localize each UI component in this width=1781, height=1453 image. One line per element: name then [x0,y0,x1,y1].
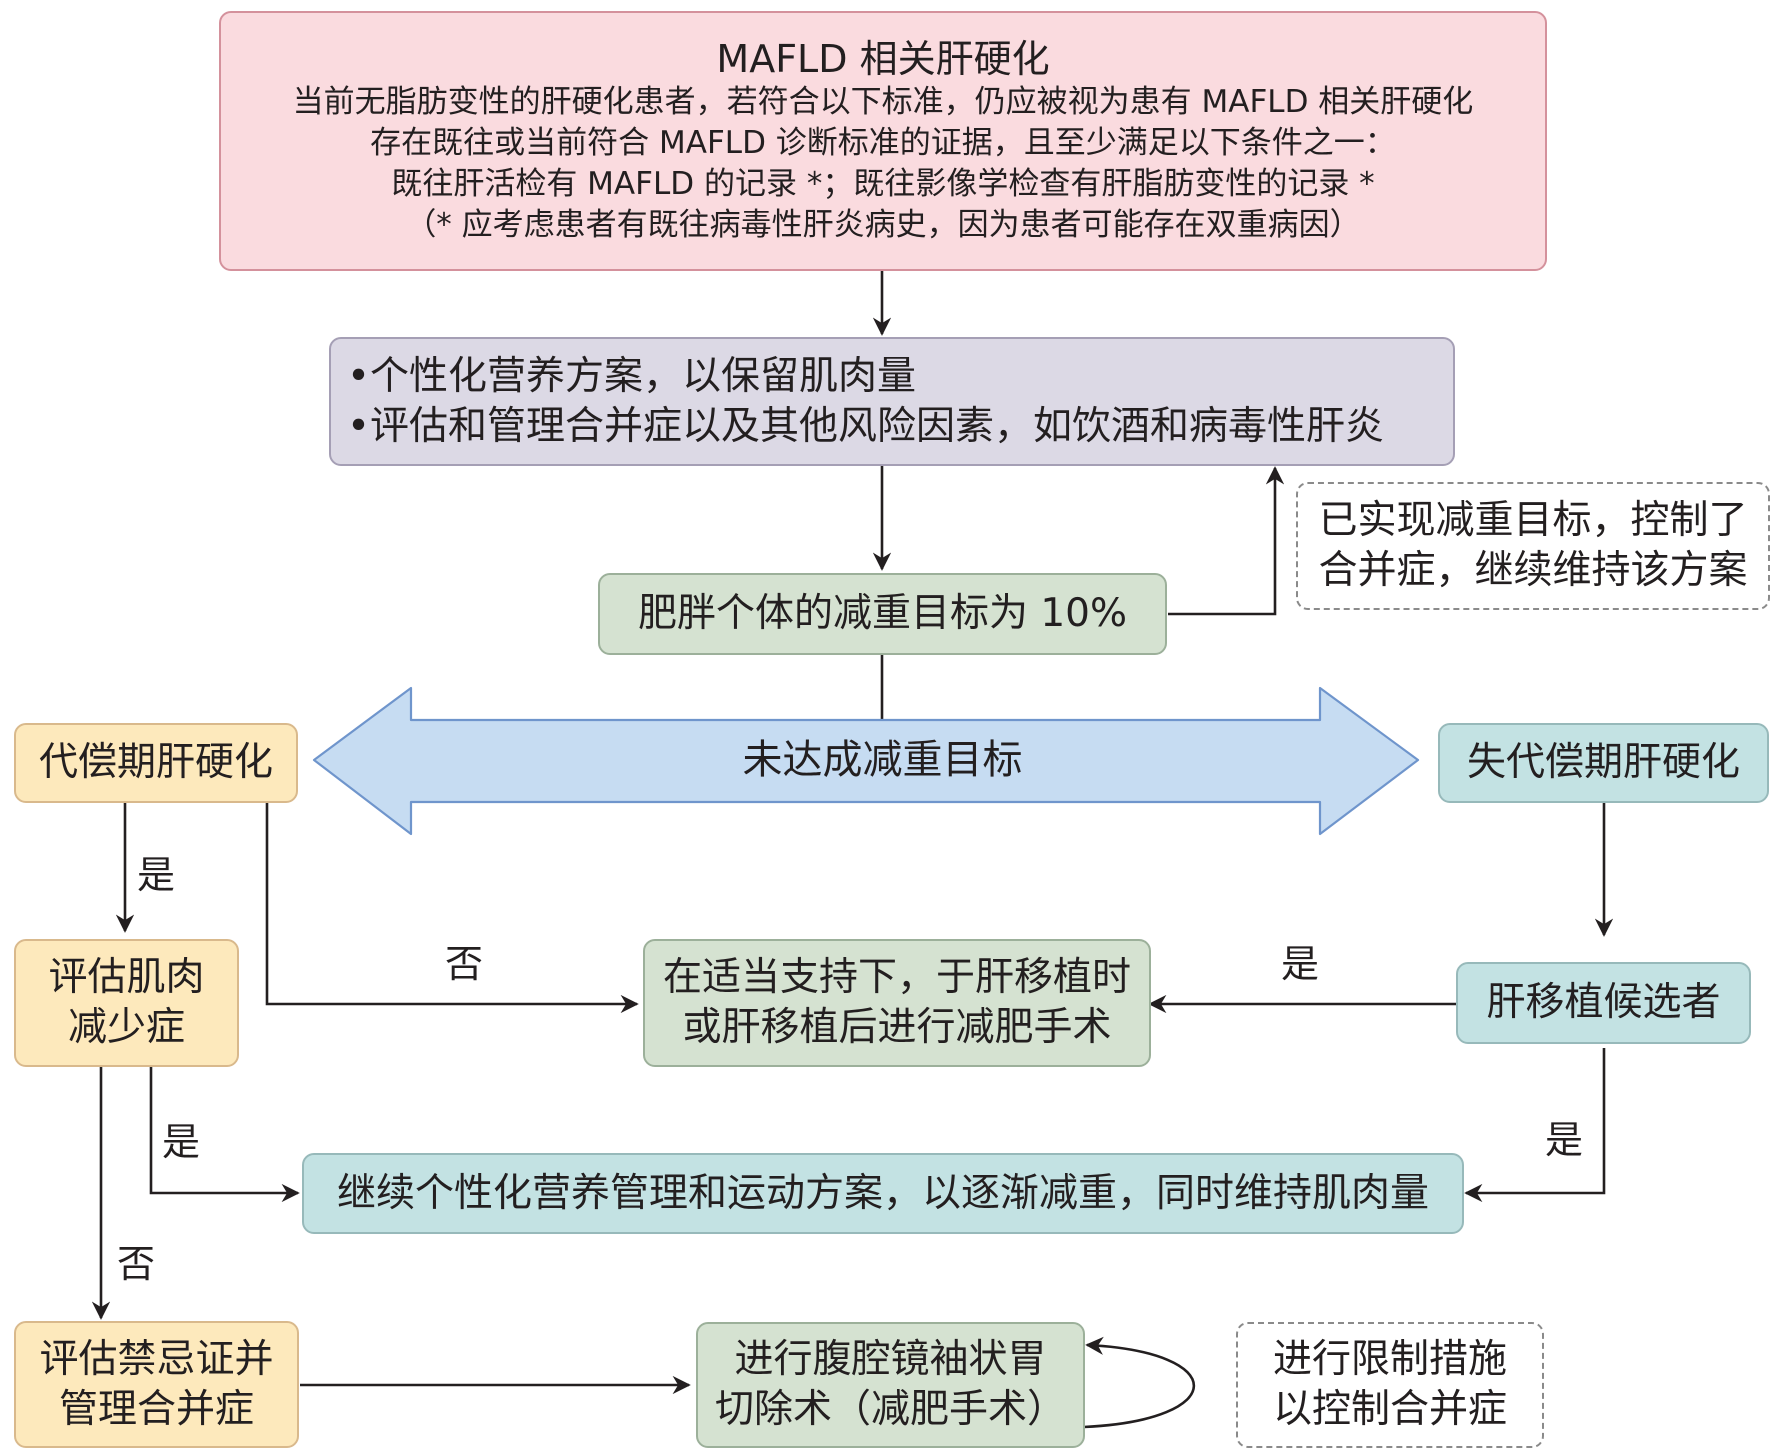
nutrition-plan-box: •个性化营养方案，以保留肌肉量 •评估和管理合并症以及其他风险因素，如饮酒和病毒… [329,337,1455,466]
mafld-line-3: 既往肝活检有 MAFLD 的记录 *；既往影像学检查有肝脂肪变性的记录 * [391,166,1375,202]
edge-label-sarcopenia-no: 否 [117,1242,156,1286]
contraindications-box: 评估禁忌证并 管理合并症 [14,1321,299,1448]
restrictive-line-2: 以控制合并症 [1272,1387,1507,1432]
double-arrow-shape [312,686,1420,836]
sleeve-line-1: 进行腹腔镜袖状胃 [734,1337,1047,1382]
goal-not-met-label: 未达成减重目标 [742,737,1023,783]
contraindications-line-1: 评估禁忌证并 [39,1336,274,1382]
transplant-candidate-text: 肝移植候选者 [1486,980,1721,1025]
compensated-text: 代偿期肝硬化 [38,740,273,785]
mafld-cirrhosis-box: MAFLD 相关肝硬化 当前无脂肪变性的肝硬化患者，若符合以下标准，仍应被视为患… [219,11,1547,271]
plan-bullet-1: •个性化营养方案，以保留肌肉量 [347,353,917,399]
edge-label-transplant-yes-left: 是 [1281,942,1320,986]
decompensated-text: 失代偿期肝硬化 [1466,740,1740,785]
transplant-candidate-box: 肝移植候选者 [1456,962,1751,1044]
weight-goal-text: 肥胖个体的减重目标为 10% [637,591,1128,636]
continue-nutrition-text: 继续个性化营养管理和运动方案，以逐渐减重，同时维持肌肉量 [336,1170,1429,1216]
edge-sleeve-loop [1083,1336,1195,1429]
plan-bullet-2: •评估和管理合并症以及其他风险因素，如饮酒和病毒性肝炎 [347,403,1385,449]
edge-sarcopenia-yes [149,1064,300,1203]
goal-achieved-note: 已实现减重目标，控制了 合并症，继续维持该方案 [1296,482,1770,610]
restrictive-measures-note: 进行限制措施 以控制合并症 [1236,1322,1544,1448]
decompensated-cirrhosis-box: 失代偿期肝硬化 [1438,723,1769,803]
goal-achieved-line-1: 已实现减重目标，控制了 [1318,498,1748,543]
edge-label-transplant-yes-down: 是 [1545,1118,1584,1162]
continue-nutrition-box: 继续个性化营养管理和运动方案，以逐渐减重，同时维持肌肉量 [302,1153,1464,1234]
contraindications-line-2: 管理合并症 [58,1386,254,1432]
weight-goal-box: 肥胖个体的减重目标为 10% [598,573,1167,655]
edge-candidate-yes-down [1464,1048,1606,1203]
mafld-line-1: 当前无脂肪变性的肝硬化患者，若符合以下标准，仍应被视为患有 MAFLD 相关肝硬… [292,84,1474,120]
edge-compensated-no [265,803,639,1014]
edge-label-sarcopenia-yes: 是 [162,1120,201,1164]
mafld-line-2: 存在既往或当前符合 MAFLD 诊断标准的证据，且至少满足以下条件之一： [370,125,1396,161]
mafld-title: MAFLD 相关肝硬化 [716,37,1050,81]
edge-goal-achieved-loop [1168,466,1285,616]
surgery-with-transplant-box: 在适当支持下，于肝移植时 或肝移植后进行减肥手术 [643,939,1151,1067]
compensated-cirrhosis-box: 代偿期肝硬化 [14,723,298,803]
mafld-line-4: （* 应考虑患者有既往病毒性肝炎病史，因为患者可能存在双重病因） [405,207,1361,243]
edge-label-compensated-yes: 是 [137,853,176,897]
surgery-transplant-line-2: 或肝移植后进行减肥手术 [682,1005,1112,1050]
edge-label-compensated-no: 否 [445,942,484,986]
sleeve-gastrectomy-box: 进行腹腔镜袖状胃 切除术（减肥手术） [696,1322,1085,1448]
sarcopenia-line-1: 评估肌肉 [48,955,205,1000]
sleeve-line-2: 切除术（减肥手术） [714,1387,1066,1432]
surgery-transplant-line-1: 在适当支持下，于肝移植时 [662,955,1131,1000]
sarcopenia-line-2: 减少症 [67,1005,185,1050]
sarcopenia-box: 评估肌肉 减少症 [14,939,239,1067]
restrictive-line-1: 进行限制措施 [1272,1337,1507,1382]
goal-achieved-line-2: 合并症，继续维持该方案 [1318,548,1748,593]
